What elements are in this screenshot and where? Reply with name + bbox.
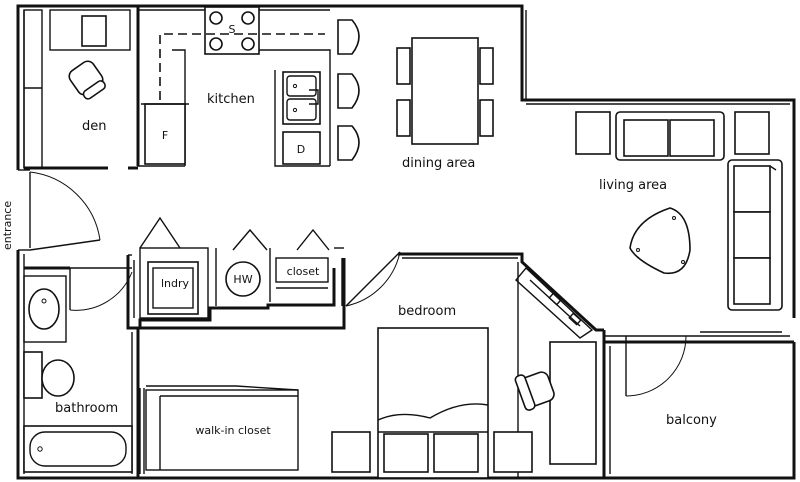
den xyxy=(23,6,140,170)
bedroom-label: bedroom xyxy=(398,304,456,319)
bedroom xyxy=(331,251,604,479)
entrance-door xyxy=(18,169,101,251)
sink xyxy=(282,71,321,125)
walk-in-closet xyxy=(139,306,346,474)
closet-label: closet xyxy=(287,265,320,278)
balcony xyxy=(602,330,794,478)
living-label: living area xyxy=(599,178,667,193)
kitchen xyxy=(137,6,331,167)
entrance-label: entrance xyxy=(1,201,14,250)
bathroom-label: bathroom xyxy=(55,401,118,416)
dishwasher-label: D xyxy=(297,143,305,156)
living-furniture xyxy=(575,111,783,311)
tv-cabinet xyxy=(515,266,594,339)
laundry-label: lndry xyxy=(161,277,190,290)
dishwasher xyxy=(282,131,321,165)
fridge-label: F xyxy=(162,129,168,142)
den-label: den xyxy=(82,119,107,134)
stove-label: S xyxy=(229,23,236,36)
utility-core xyxy=(126,216,344,330)
den-chair xyxy=(68,60,106,100)
balcony-label: balcony xyxy=(666,413,717,428)
dining-table-set xyxy=(396,37,494,145)
bathroom xyxy=(23,266,140,478)
water-heater-label: HW xyxy=(233,273,252,286)
bar-stools xyxy=(337,19,360,161)
refrigerator xyxy=(144,103,186,165)
kitchen-label: kitchen xyxy=(207,92,255,107)
bedroom-chair xyxy=(514,371,555,411)
walkin-label: walk-in closet xyxy=(195,424,271,437)
water-heater xyxy=(225,261,261,297)
dining-label: dining area xyxy=(402,156,475,171)
